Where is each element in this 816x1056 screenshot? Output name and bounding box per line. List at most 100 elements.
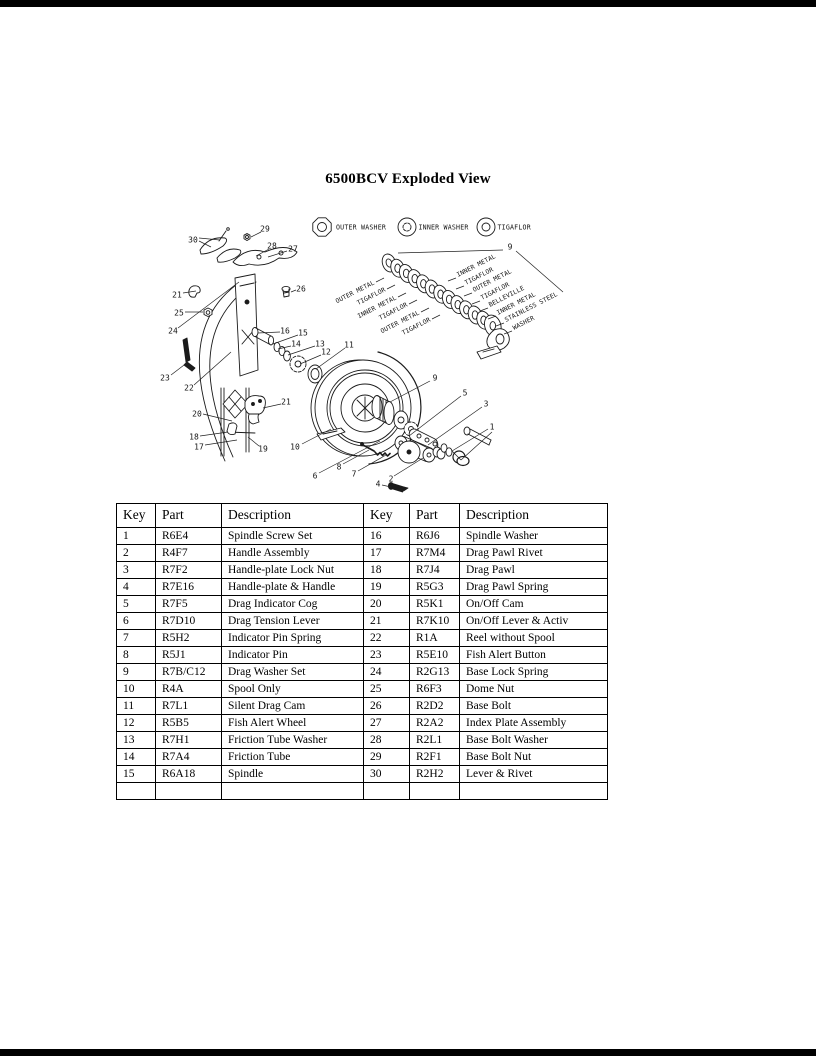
- callout-label-10: 10: [290, 443, 300, 452]
- key-cell: 16: [363, 527, 410, 545]
- part-cell: R7J4: [409, 561, 460, 579]
- key-cell: 15: [116, 765, 156, 783]
- part-cell: R7F2: [155, 561, 222, 579]
- description-cell: Spool Only: [221, 680, 364, 698]
- part-cell: R7K10: [409, 612, 460, 630]
- description-cell: On/Off Lever & Activ: [459, 612, 608, 630]
- callout-label-8: 8: [337, 463, 342, 472]
- key-cell: 20: [363, 595, 410, 613]
- description-cell: Base Lock Spring: [459, 663, 608, 681]
- description-cell: Fish Alert Button: [459, 646, 608, 664]
- base-bolt-screw: [387, 482, 409, 493]
- key-cell: 6: [116, 612, 156, 630]
- description-cell: Handle Assembly: [221, 544, 364, 562]
- description-cell: Friction Tube Washer: [221, 731, 364, 749]
- callout-label-4: 4: [376, 480, 381, 489]
- callout-leader-line: [170, 361, 189, 376]
- stack-label-dash: [408, 299, 418, 305]
- table-empty-row: [116, 782, 608, 800]
- part-cell: R5B5: [155, 714, 222, 732]
- key-cell: 28: [363, 731, 410, 749]
- description-cell: Handle-plate Lock Nut: [221, 561, 364, 579]
- callout-leader-line: [451, 450, 462, 461]
- base-bolt: [281, 285, 291, 298]
- description-cell: Drag Pawl: [459, 561, 608, 579]
- callout-label-26: 26: [296, 285, 306, 294]
- part-cell: R7M4: [409, 544, 460, 562]
- frame-assembly: [182, 273, 259, 462]
- header-key-2: Key: [363, 503, 410, 528]
- header-desc-2: Description: [459, 503, 608, 528]
- description-cell: Index Plate Assembly: [459, 714, 608, 732]
- description-cell: Lever & Rivet: [459, 765, 608, 783]
- key-cell: 14: [116, 748, 156, 766]
- description-cell: On/Off Cam: [459, 595, 608, 613]
- callout-label-29: 29: [260, 225, 270, 234]
- key-cell: 19: [363, 578, 410, 596]
- callout-label-30: 30: [188, 236, 198, 245]
- part-cell: R5H2: [155, 629, 222, 647]
- callout-leader-line: [397, 249, 504, 254]
- part-cell: R7A4: [155, 748, 222, 766]
- part-cell: R5K1: [409, 595, 460, 613]
- description-cell: Fish Alert Wheel: [221, 714, 364, 732]
- key-cell: 17: [363, 544, 410, 562]
- callout-leader-line: [342, 449, 370, 465]
- drag-washer-stack: [381, 253, 510, 360]
- empty-cell: [409, 782, 460, 800]
- stack-label-dash: [397, 292, 407, 298]
- callout-label-6: 6: [313, 472, 318, 481]
- description-cell: Handle-plate & Handle: [221, 578, 364, 596]
- callout-leader-line: [250, 231, 262, 238]
- description-cell: Spindle: [221, 765, 364, 783]
- callout-label-11: 11: [344, 341, 354, 350]
- part-cell: R6A18: [155, 765, 222, 783]
- empty-cell: [155, 782, 222, 800]
- callout-leader-line: [287, 345, 316, 356]
- key-cell: 26: [363, 697, 410, 715]
- key-cell: 5: [116, 595, 156, 613]
- part-cell: R6F3: [409, 680, 460, 698]
- callout-leader-line: [301, 428, 332, 445]
- callout-label-17: 17: [194, 443, 204, 452]
- key-cell: 23: [363, 646, 410, 664]
- drag-stack-hub: [316, 395, 439, 451]
- key-cell: 18: [363, 561, 410, 579]
- description-cell: Friction Tube: [221, 748, 364, 766]
- callout-label-22: 22: [184, 384, 194, 393]
- tigaflor-icon: [476, 217, 496, 237]
- callout-leader-line: [257, 331, 281, 334]
- stack-label-dash: [495, 322, 505, 327]
- callout-leader-line: [199, 431, 229, 437]
- callout-leader-line: [389, 380, 431, 403]
- callout-label-3: 3: [484, 400, 489, 409]
- key-cell: 8: [116, 646, 156, 664]
- description-cell: Indicator Pin Spring: [221, 629, 364, 647]
- callout-leader-line: [262, 403, 282, 409]
- inner-washer-icon: [397, 217, 417, 237]
- part-cell: R7B/C12: [155, 663, 222, 681]
- empty-cell: [459, 782, 608, 800]
- part-cell: R5E10: [409, 646, 460, 664]
- base-bolt-nut: [243, 233, 251, 241]
- stack-label-dash: [375, 277, 385, 283]
- stack-label-dash: [479, 307, 489, 312]
- callout-leader-line: [198, 237, 221, 241]
- part-cell: R2L1: [409, 731, 460, 749]
- callout-label-14: 14: [291, 340, 301, 349]
- description-cell: Drag Pawl Spring: [459, 578, 608, 596]
- callout-leader-line: [460, 431, 493, 461]
- callout-leader-line: [315, 347, 346, 370]
- key-cell: 21: [363, 612, 410, 630]
